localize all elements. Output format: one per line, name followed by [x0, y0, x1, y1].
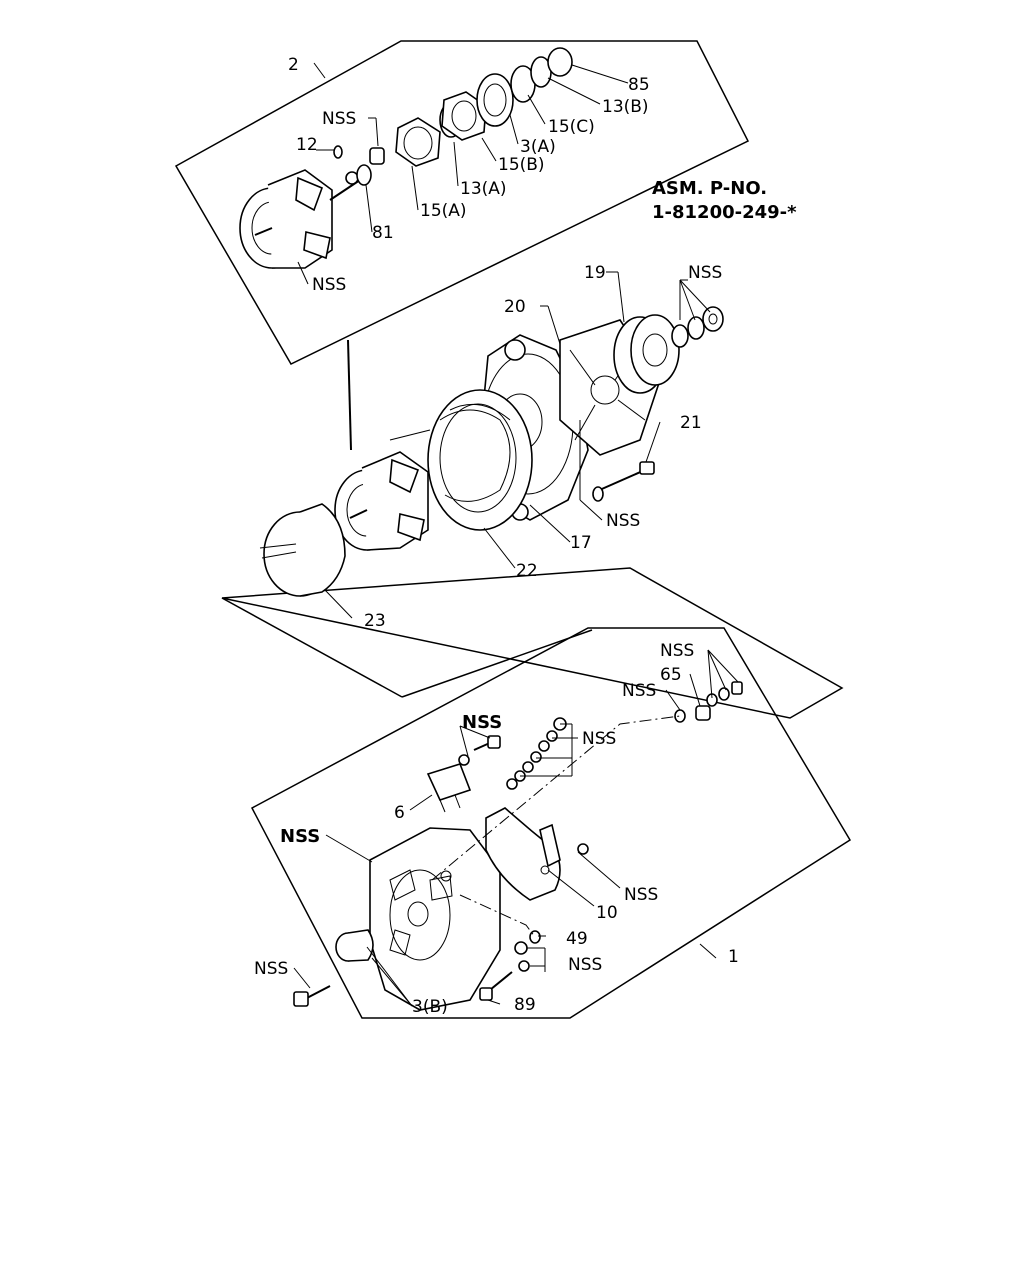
- label-nss-bolt2: NSS: [254, 959, 288, 979]
- labels: ASM. P-NO. 1-81200-249-* 2 85 13(B) 15(C…: [254, 55, 797, 1017]
- mid-leader-lines: [324, 271, 711, 619]
- terminal-parts: [674, 681, 743, 723]
- bottom-leader-lines: [293, 649, 739, 1007]
- label-nss-frame: NSS: [280, 826, 320, 847]
- label-nss-screw: NSS: [462, 712, 502, 733]
- label-nss-r2: NSS: [622, 681, 656, 701]
- top-leader-lines: [297, 64, 629, 285]
- label-nss-rotor: NSS: [312, 275, 346, 295]
- label-15c: 15(C): [548, 117, 595, 137]
- assembly-title: ASM. P-NO.: [652, 178, 767, 199]
- label-21: 21: [680, 413, 702, 433]
- stator: [389, 389, 533, 531]
- label-17: 17: [570, 533, 592, 553]
- bearing-3b: [335, 929, 374, 962]
- terminal-bolts: [479, 930, 541, 1001]
- nut-stack: [506, 717, 567, 790]
- label-20: 20: [504, 297, 526, 317]
- label-15a: 15(A): [420, 201, 467, 221]
- assembly-line-2: [459, 894, 536, 938]
- label-nss-r1: NSS: [660, 641, 694, 661]
- label-3a: 3(A): [520, 137, 556, 157]
- label-65: 65: [660, 665, 682, 685]
- label-nss-holder: NSS: [624, 885, 658, 905]
- label-19: 19: [584, 263, 606, 283]
- rotor-subassembly-frame: [174, 40, 750, 365]
- label-6: 6: [394, 803, 405, 823]
- ic-regulator: [426, 735, 501, 813]
- rotor-mid: [334, 451, 429, 551]
- label-nss-top: NSS: [322, 109, 356, 129]
- label-13b: 13(B): [602, 97, 649, 117]
- frame-bolt: [293, 985, 331, 1007]
- rear-frame: [369, 827, 501, 1011]
- label-23: 23: [364, 611, 386, 631]
- rotor-top: [239, 169, 361, 269]
- rear-subassembly-frame: [250, 627, 852, 1019]
- label-nss-pulley: NSS: [688, 263, 722, 283]
- assembly-line-1: [431, 715, 681, 881]
- label-3b: 3(B): [412, 997, 448, 1017]
- assembly-number: 1-81200-249-*: [652, 202, 797, 223]
- label-89: 89: [514, 995, 536, 1015]
- label-13a: 13(A): [460, 179, 507, 199]
- label-1: 1: [728, 947, 739, 967]
- rear-cover-23: [259, 503, 346, 597]
- assembly-bar: [347, 339, 352, 451]
- label-15b: 15(B): [498, 155, 545, 175]
- label-81: 81: [372, 223, 394, 243]
- label-nss-nuts: NSS: [582, 729, 616, 749]
- label-10: 10: [596, 903, 618, 923]
- label-12: 12: [296, 135, 318, 155]
- label-2: 2: [288, 55, 299, 75]
- through-bolt: [592, 461, 655, 502]
- label-nss-bolt: NSS: [606, 511, 640, 531]
- label-22: 22: [516, 561, 538, 581]
- label-49: 49: [566, 929, 588, 949]
- middle-frame-edge: [221, 567, 844, 719]
- label-nss-term: NSS: [568, 955, 602, 975]
- pulley: [613, 306, 724, 394]
- rotor-small-parts: [333, 47, 573, 186]
- label-85: 85: [628, 75, 650, 95]
- brush-holder: [485, 807, 589, 901]
